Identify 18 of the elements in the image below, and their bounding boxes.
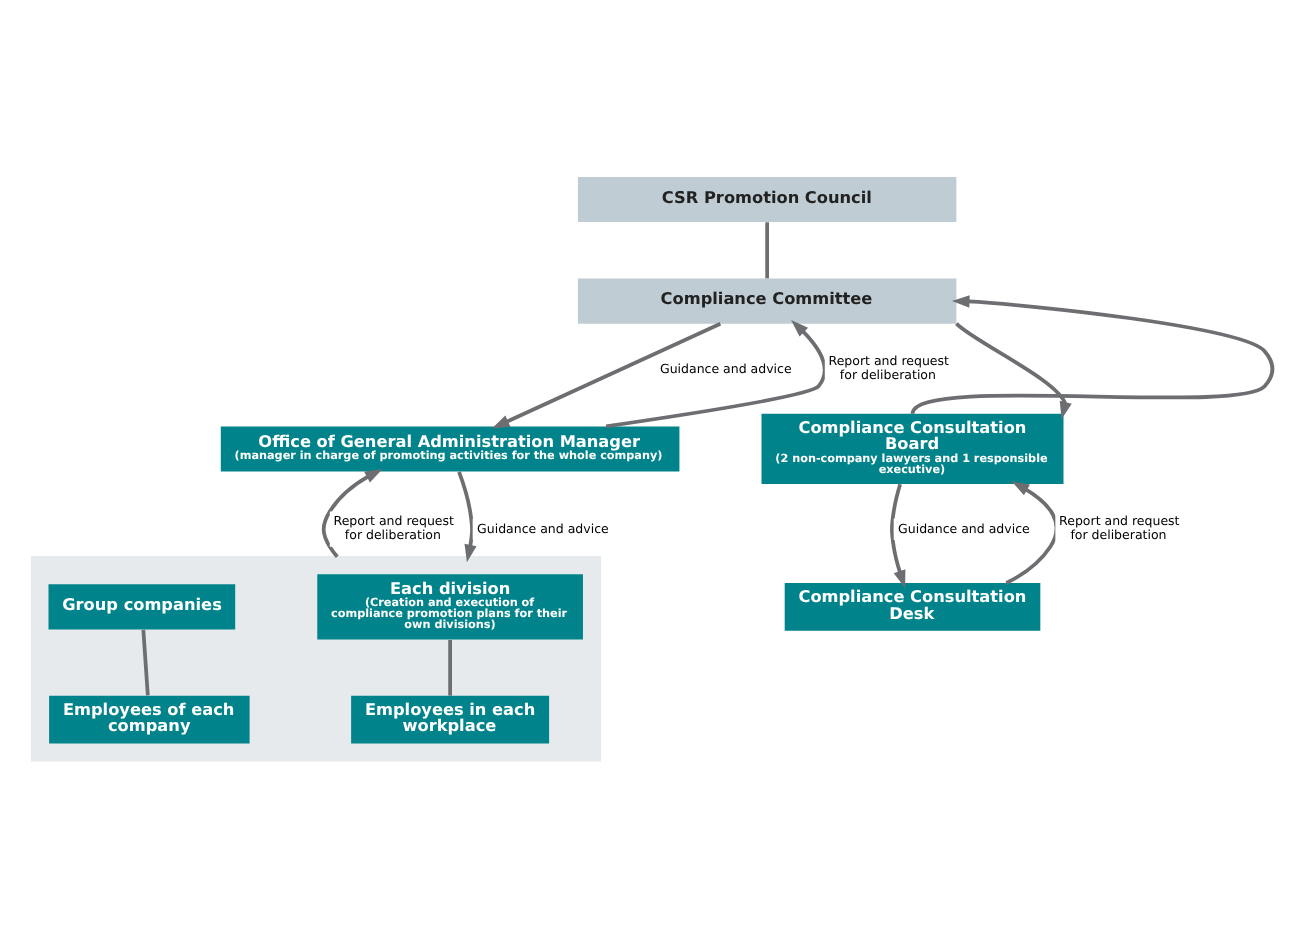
- arrow: [955, 321, 1072, 419]
- arrow: [605, 318, 827, 428]
- connector: [448, 638, 452, 695]
- node-box: Compliance Consultation Desk: [784, 582, 1041, 630]
- node-box: Compliance Committee: [577, 277, 957, 323]
- connector: [141, 628, 150, 695]
- arrow: [911, 294, 1275, 414]
- node-box: Employees of each company: [49, 694, 250, 743]
- connector: [765, 221, 770, 278]
- node-box: CSR Promotion Council: [577, 176, 957, 222]
- node-box: Group companies: [48, 583, 236, 629]
- arrow: [491, 321, 722, 428]
- arrow: [890, 482, 906, 587]
- node-box: Employees in each workplace: [351, 694, 550, 743]
- arrow: [1005, 480, 1059, 584]
- cluster: [30, 555, 602, 761]
- arrow: [457, 470, 477, 562]
- arrow: [321, 467, 383, 557]
